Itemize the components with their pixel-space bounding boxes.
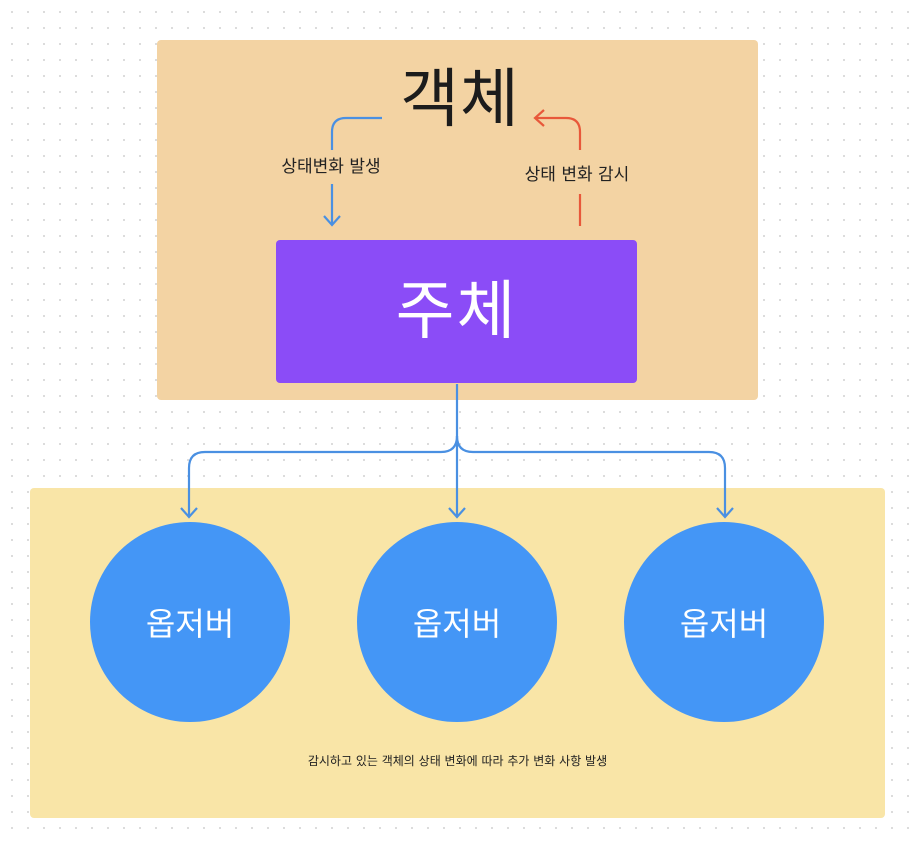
caption: 감시하고 있는 객체의 상태 변화에 따라 추가 변화 사항 발생 (307, 754, 608, 768)
subject-label: 주체 (395, 274, 518, 349)
object-title: 객체 (400, 63, 520, 137)
observer-label: 옵저버 (145, 605, 235, 643)
observer-circle: 옵저버 (624, 522, 824, 722)
subject-box: 주체 (276, 240, 637, 383)
observer-label: 옵저버 (679, 605, 769, 643)
observer-circle: 옵저버 (357, 522, 557, 722)
observer-circle: 옵저버 (90, 522, 290, 722)
watch-state-label: 상태 변화 감시 (524, 165, 630, 185)
state-change-label: 상태변화 발생 (281, 157, 381, 177)
observer-label: 옵저버 (412, 605, 502, 643)
